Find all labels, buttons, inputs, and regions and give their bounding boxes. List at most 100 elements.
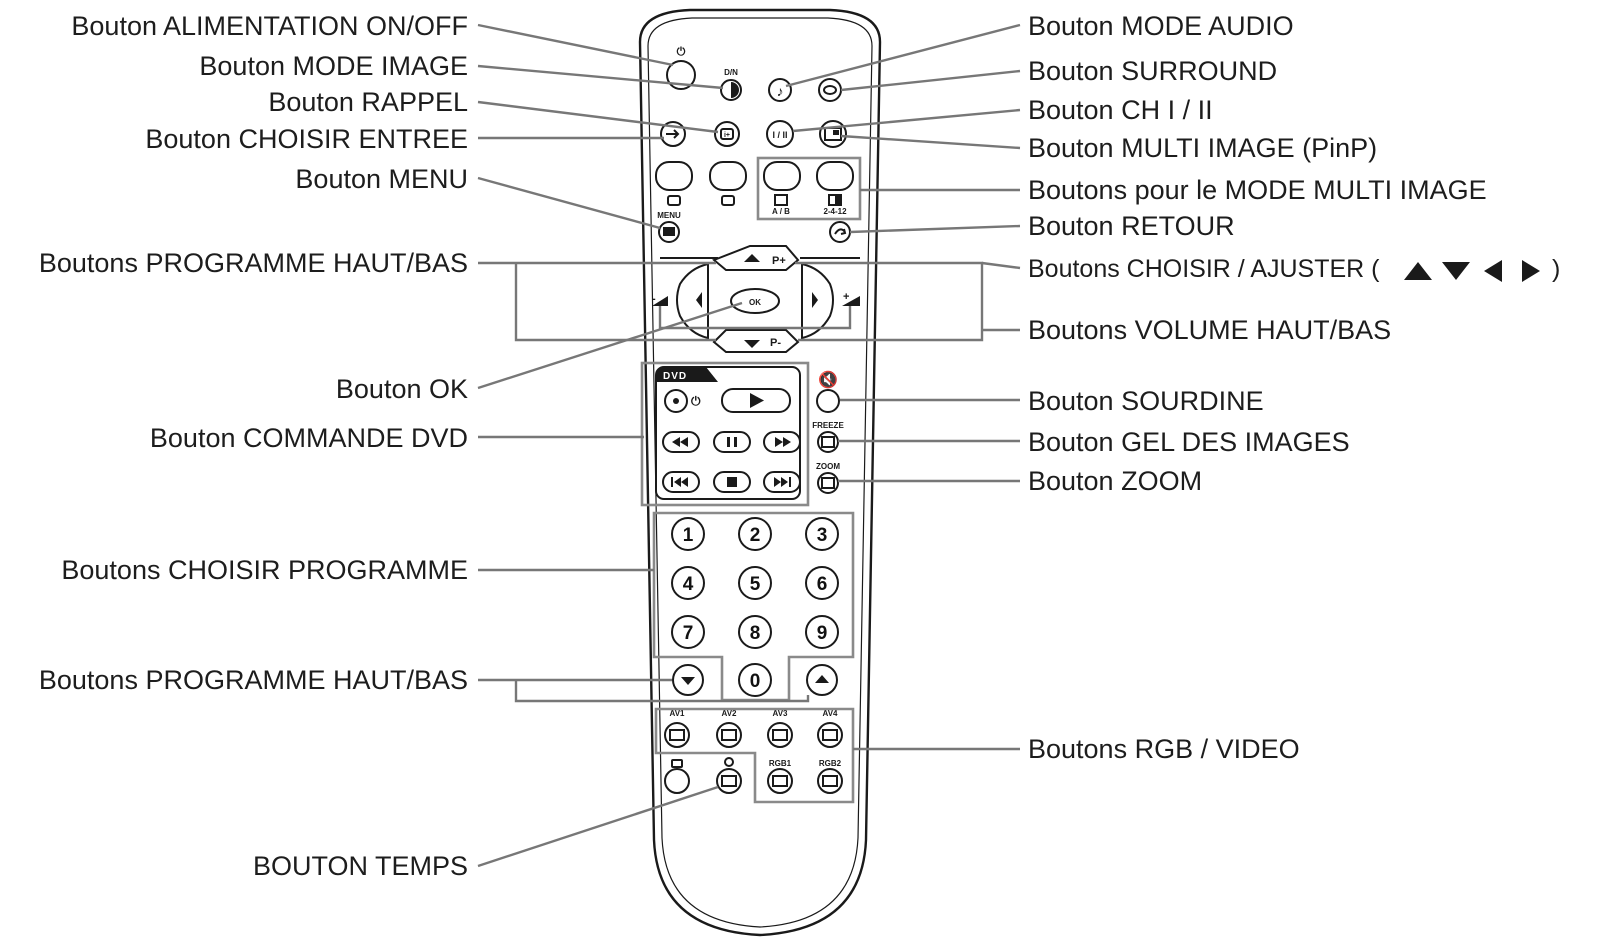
label-rgb-video: Boutons RGB / VIDEO bbox=[1028, 734, 1300, 764]
dvd-control-panel: DVD ⏻ bbox=[655, 366, 801, 500]
digit-button-4[interactable]: 4 bbox=[671, 566, 705, 600]
ok-button[interactable] bbox=[730, 288, 780, 314]
label-mute: Bouton SOURDINE bbox=[1028, 386, 1264, 416]
av-label: AV1 bbox=[670, 709, 686, 718]
p-minus-label: P- bbox=[770, 337, 781, 349]
dvd-record-power-button[interactable]: ⏻ bbox=[664, 389, 701, 413]
digit-button-5[interactable]: 5 bbox=[738, 566, 772, 600]
info-icon: i+ bbox=[724, 132, 730, 139]
teletext-mix-button[interactable] bbox=[664, 759, 690, 794]
teletext-button[interactable] bbox=[655, 161, 693, 206]
digit-button-1[interactable]: 1 bbox=[671, 517, 705, 551]
ch-button[interactable]: I / II bbox=[766, 120, 794, 148]
digit-button-2[interactable]: 2 bbox=[738, 517, 772, 551]
digit-button-7[interactable]: 7 bbox=[671, 615, 705, 649]
freeze-button[interactable]: FREEZE bbox=[812, 421, 844, 453]
arrow-right-icon bbox=[812, 292, 818, 308]
label-multi-picture: Bouton MULTI IMAGE (PinP) bbox=[1028, 133, 1377, 163]
right-button[interactable] bbox=[801, 262, 834, 340]
volume-down-icon bbox=[652, 296, 668, 306]
digit-label: 6 bbox=[817, 574, 828, 595]
split-label: 2-4-12 bbox=[823, 207, 847, 216]
ch-label: I / II bbox=[772, 130, 787, 140]
next-icon bbox=[774, 477, 788, 487]
zoom-button[interactable]: ZOOM bbox=[816, 462, 840, 494]
return-button[interactable] bbox=[829, 221, 851, 243]
power-icon: ⏻ bbox=[691, 394, 701, 408]
arrow-down-icon bbox=[681, 677, 695, 685]
surround-button[interactable] bbox=[818, 78, 842, 102]
left-labels: Bouton ALIMENTATION ON/OFF Bouton MODE I… bbox=[39, 11, 468, 881]
digit-button-6[interactable]: 6 bbox=[805, 566, 839, 600]
multi-picture-mode-box bbox=[756, 156, 862, 221]
digit-label: 3 bbox=[817, 525, 828, 546]
label-select-adjust: Boutons CHOISIR / AJUSTER ( bbox=[1028, 255, 1380, 283]
label-freeze: Bouton GEL DES IMAGES bbox=[1028, 427, 1350, 457]
multi-picture-split-button[interactable]: 2-4-12 bbox=[816, 161, 854, 216]
previous-icon bbox=[674, 477, 688, 487]
label-program-up-down-top: Boutons PROGRAMME HAUT/BAS bbox=[39, 248, 468, 278]
av-button-4[interactable]: AV4 bbox=[817, 709, 843, 748]
power-icon: ⏻ bbox=[677, 45, 686, 58]
rgb1-label: RGB1 bbox=[769, 759, 792, 768]
dvd-pause-button[interactable] bbox=[713, 431, 751, 453]
recall-button[interactable]: i+ bbox=[714, 121, 740, 147]
av-label: AV2 bbox=[722, 709, 738, 718]
digit-button-9[interactable]: 9 bbox=[805, 615, 839, 649]
arrow-up-icon bbox=[744, 254, 760, 262]
rgb-video-box bbox=[654, 707, 855, 804]
rgb2-button[interactable]: RGB2 bbox=[817, 759, 843, 794]
program-down-small-button[interactable] bbox=[672, 664, 704, 696]
label-program-up-down-bottom: Boutons PROGRAMME HAUT/BAS bbox=[39, 665, 468, 695]
rgb2-label: RGB2 bbox=[819, 759, 842, 768]
rgb1-button[interactable]: RGB1 bbox=[767, 759, 793, 794]
picture-mode-button[interactable]: D/N bbox=[720, 68, 742, 101]
power-button[interactable]: ⏻ bbox=[666, 45, 696, 90]
audio-mode-button[interactable]: ♪ bbox=[768, 78, 792, 102]
triangle-left-icon bbox=[1484, 260, 1502, 282]
menu-button[interactable]: MENU bbox=[657, 211, 681, 243]
multi-picture-button[interactable] bbox=[819, 120, 847, 148]
mute-button[interactable]: 🔇 bbox=[816, 370, 840, 413]
label-zoom: Bouton ZOOM bbox=[1028, 466, 1202, 496]
av-button-3[interactable]: AV3 bbox=[767, 709, 793, 748]
multi-picture-ab-button[interactable]: A / B bbox=[763, 161, 801, 216]
label-ch: Bouton CH I / II bbox=[1028, 95, 1213, 125]
teletext-hold-button[interactable] bbox=[709, 161, 747, 206]
label-picture-mode: Bouton MODE IMAGE bbox=[199, 51, 468, 81]
freeze-key-label: FREEZE bbox=[812, 421, 844, 430]
dvd-previous-button[interactable] bbox=[662, 471, 700, 493]
volume-up-icon bbox=[842, 296, 860, 306]
label-audio-mode: Bouton MODE AUDIO bbox=[1028, 11, 1294, 41]
label-surround: Bouton SURROUND bbox=[1028, 56, 1277, 86]
arrow-down-icon bbox=[744, 340, 760, 348]
direction-pad: P+ P- OK - + bbox=[652, 245, 860, 353]
digit-label: 0 bbox=[750, 671, 761, 692]
av-button-2[interactable]: AV2 bbox=[716, 709, 742, 748]
program-up-small-button[interactable] bbox=[806, 664, 838, 696]
dvd-tab-label: DVD bbox=[663, 371, 687, 382]
dvd-play-button[interactable] bbox=[721, 388, 791, 413]
av-button-1[interactable]: AV1 bbox=[664, 709, 690, 748]
dvd-rewind-button[interactable] bbox=[662, 431, 700, 453]
dvd-next-button[interactable] bbox=[763, 471, 801, 493]
digit-button-0[interactable]: 0 bbox=[738, 663, 772, 697]
zoom-key-label: ZOOM bbox=[816, 462, 840, 471]
dvd-fast-forward-button[interactable] bbox=[763, 431, 801, 453]
label-select-adjust-close: ) bbox=[1552, 255, 1560, 283]
dvd-stop-button[interactable] bbox=[713, 471, 751, 493]
label-timer: BOUTON TEMPS bbox=[253, 851, 468, 881]
digit-label: 5 bbox=[750, 574, 761, 595]
triangle-down-icon bbox=[1442, 262, 1470, 280]
timer-button[interactable] bbox=[716, 757, 742, 794]
dn-label: D/N bbox=[724, 68, 738, 77]
digit-button-8[interactable]: 8 bbox=[738, 615, 772, 649]
label-program-select: Boutons CHOISIR PROGRAMME bbox=[61, 555, 468, 585]
digit-button-3[interactable]: 3 bbox=[805, 517, 839, 551]
direction-arrows-icons bbox=[1404, 260, 1540, 282]
left-button[interactable] bbox=[676, 262, 709, 340]
label-ok: Bouton OK bbox=[336, 374, 468, 404]
arrow-up-icon bbox=[815, 675, 829, 683]
